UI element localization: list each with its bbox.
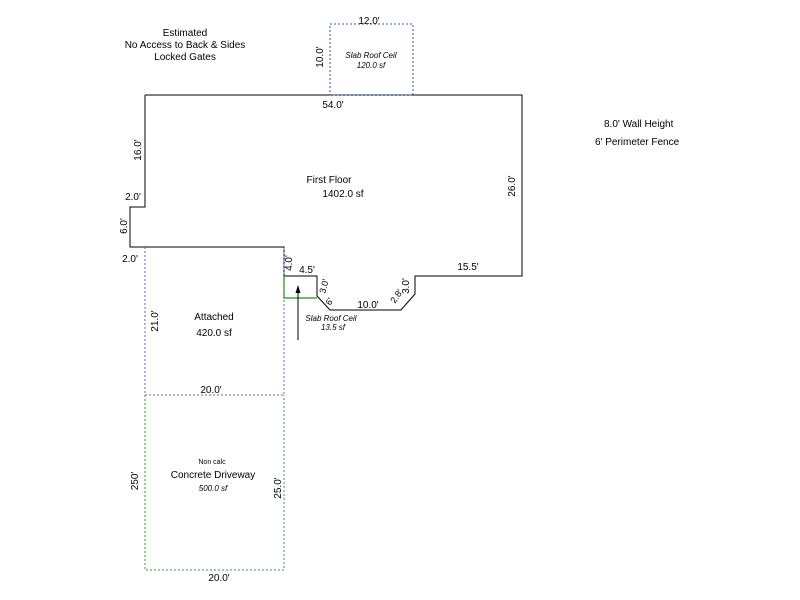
perimeter-fence-note: 6' Perimeter Fence [595,137,680,148]
slab-top-area: 120.0 sf [357,61,386,70]
slab-top-label: Slab Roof Ceil [345,51,396,60]
driveway-outline [144,395,285,571]
dim-ff-left-lower: 6.0' [119,218,130,234]
wall-height-note: 8.0' Wall Height [604,119,674,130]
first-floor-label: First Floor [307,175,353,186]
dim-ff-diag-left-a: 6' [323,296,335,307]
driveway-label: Concrete Driveway [171,470,255,481]
first-floor-area: 1402.0 sf [322,189,363,200]
small-slab-outline [283,276,317,299]
driveway-qualifier: Non calc [198,459,226,466]
note-estimated: Estimated [162,28,208,39]
dim-slab-top-depth: 10.0' [315,46,326,67]
dim-driveway-left: 250' [130,472,141,491]
dim-attached-width: 20.0' [200,385,221,396]
dim-ff-diag-left-b: 3.0' [317,278,330,295]
small-slab-area: 13.5 sf [321,323,346,332]
driveway-area: 500.0 sf [199,484,228,493]
dim-ff-notch-depth: 4.0' [284,255,295,271]
dim-slab-top-width: 12.0' [358,16,379,27]
attached-label: Attached [194,312,233,323]
dim-ff-top: 54.0' [322,100,343,111]
estimate-notes: Estimated No Access to Back & Sides Lock… [110,28,260,64]
small-slab-label: Slab Roof Ceil [305,314,356,323]
dim-ff-right: 26.0' [507,175,518,196]
dim-ff-bottom-mid: 10.0' [357,300,378,311]
note-no-access: No Access to Back & Sides [124,40,246,51]
attached-area: 420.0 sf [196,328,232,339]
attached-outline [144,247,285,396]
dim-ff-right-step: 3.0' [401,278,412,294]
dim-ff-notch-width: 4.5' [299,265,315,276]
dim-ff-bottom-right: 15.5' [457,262,478,273]
dim-ff-jog-bottom: 2.0' [122,254,138,265]
dim-ff-jog-top: 2.0' [125,192,141,203]
dim-attached-depth: 21.0' [150,310,161,331]
first-floor-outline [129,94,523,311]
dim-ff-left-upper: 16.0' [133,139,144,160]
dim-driveway-right: 25.0' [273,477,284,498]
slab-pointer-arrowhead [295,285,301,293]
note-locked-gates: Locked Gates [154,52,216,63]
slab-top-outline [329,23,414,96]
dim-driveway-width: 20.0' [208,573,229,584]
